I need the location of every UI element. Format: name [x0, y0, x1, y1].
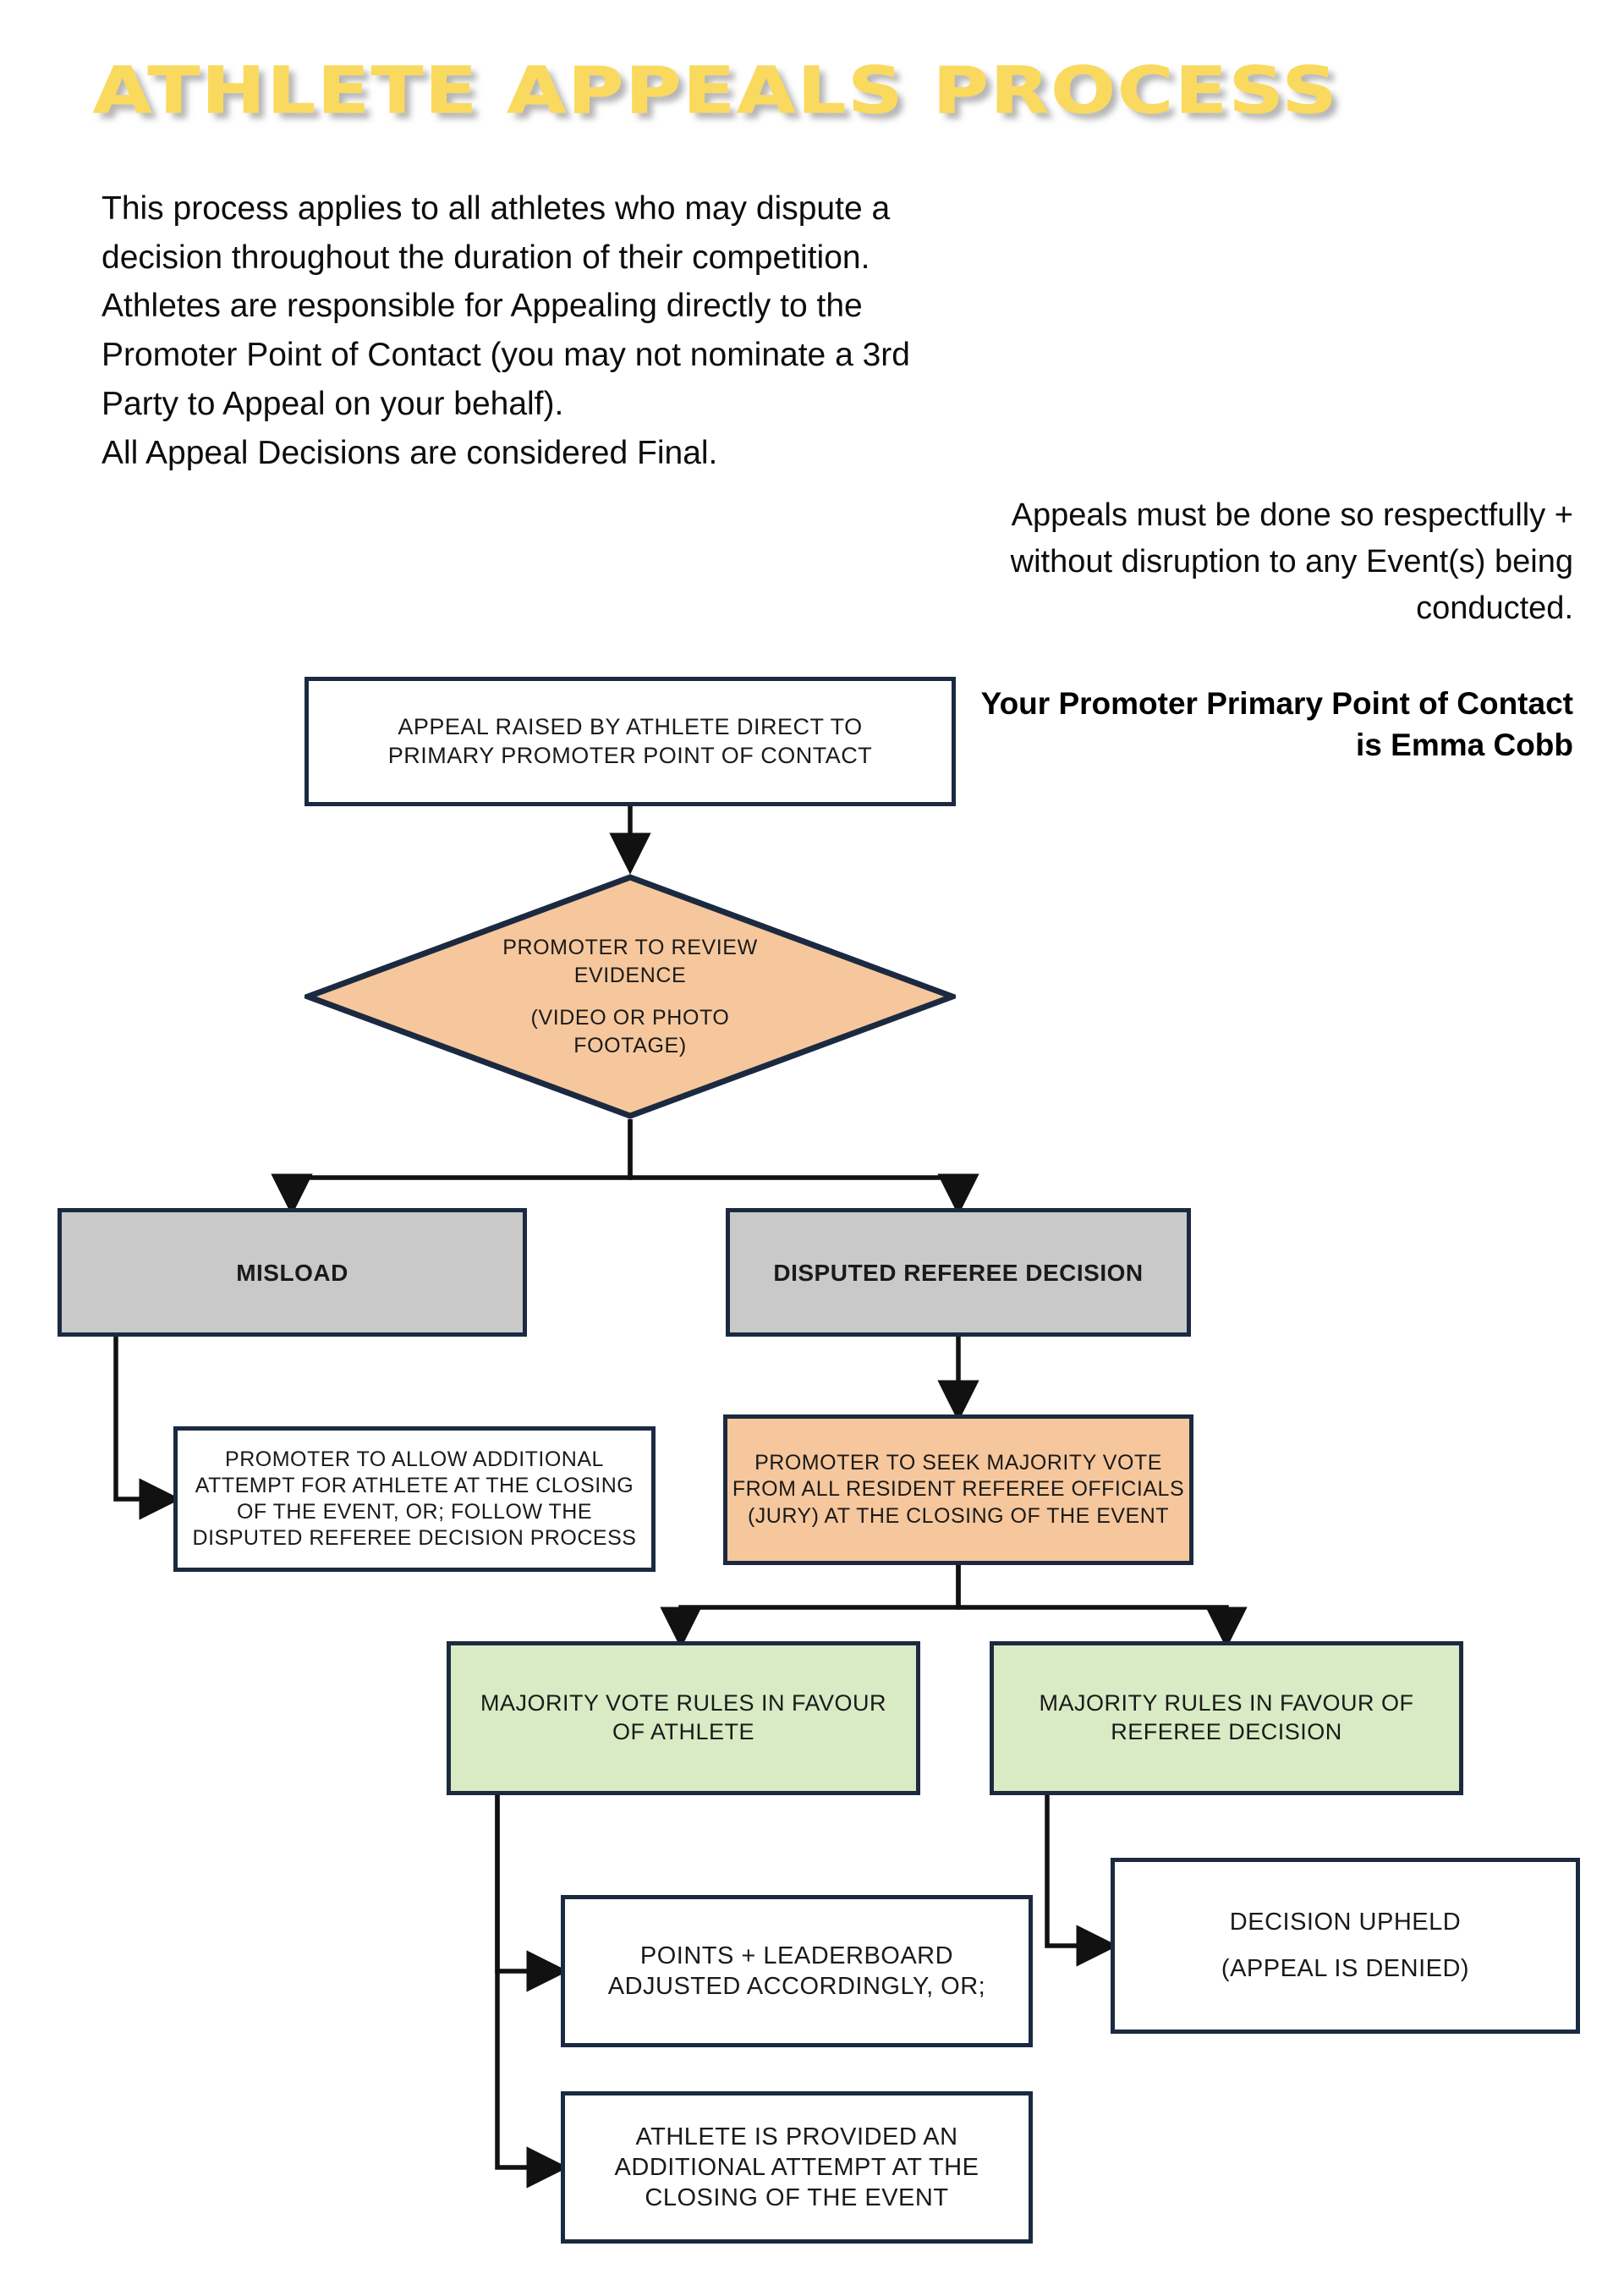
node-fav-athlete-line-2: OF ATHLETE [612, 1719, 755, 1744]
node-review-line-3: (VIDEO OR PHOTO [530, 1006, 730, 1030]
node-majority-favour-athlete[interactable]: MAJORITY VOTE RULES IN FAVOUR OF ATHLETE [447, 1641, 920, 1795]
intro-line-2: decision throughout the duration of thei… [102, 239, 870, 276]
intro-line-3: Athletes are responsible for Appealing d… [102, 288, 863, 325]
node-fav-referee-line-1: MAJORITY RULES IN FAVOUR OF [1039, 1690, 1414, 1716]
node-disputed-label: DISPUTED REFEREE DECISION [773, 1259, 1144, 1286]
edge-favathlete-to-addattempt [495, 1795, 568, 2189]
intro-line-4: Promoter Point of Contact (you may not n… [102, 337, 910, 374]
node-points-line-2: ADJUSTED ACCORDINGLY, OR; [607, 1973, 986, 2000]
edge-vote-to-favathlete [660, 1565, 961, 1649]
node-points-line-1: POINTS + LEADERBOARD [639, 1942, 954, 1969]
node-review-line-1: PROMOTER TO REVIEW [502, 936, 758, 959]
edge-favathlete-to-points [495, 1795, 568, 1992]
node-athlete-additional-attempt[interactable]: ATHLETE IS PROVIDED AN ADDITIONAL ATTEMP… [561, 2091, 1033, 2244]
node-upheld-line-2: (APPEAL IS DENIED) [1221, 1955, 1470, 1982]
node-appeal-raised-line-1: APPEAL RAISED BY ATHLETE DIRECT TO [398, 713, 863, 739]
node-majority-favour-referee[interactable]: MAJORITY RULES IN FAVOUR OF REFEREE DECI… [990, 1641, 1463, 1795]
page-title: ATHLETE APPEALS PROCESS [92, 52, 1339, 129]
intro-line-6: All Appeal Decisions are considered Fina… [102, 434, 718, 471]
node-disputed-referee-decision[interactable]: DISPUTED REFEREE DECISION [726, 1208, 1191, 1337]
edge-review-to-disputed [628, 1119, 979, 1216]
node-promoter-allow-additional-attempt[interactable]: PROMOTER TO ALLOW ADDITIONAL ATTEMPT FOR… [173, 1426, 656, 1572]
node-review-line-2: EVIDENCE [573, 963, 687, 987]
node-allow-line-3: OF THE EVENT, OR; FOLLOW THE [236, 1500, 593, 1524]
node-misload-label: MISLOAD [236, 1259, 348, 1286]
node-addattempt-line-2: ADDITIONAL ATTEMPT AT THE [614, 2153, 979, 2181]
node-allow-line-1: PROMOTER TO ALLOW ADDITIONAL [225, 1447, 604, 1471]
node-appeal-raised-line-2: PRIMARY PROMOTER POINT OF CONTACT [387, 742, 873, 768]
diamond-shape [304, 874, 956, 1119]
edge-vote-to-favreferee [956, 1565, 1248, 1649]
intro-paragraph: This process applies to all athletes who… [102, 184, 1015, 477]
appeals-conduct-notice: Appeals must be done so respectfully + w… [1010, 497, 1573, 627]
node-promoter-review-evidence[interactable]: PROMOTER TO REVIEW EVIDENCE (VIDEO OR PH… [304, 874, 956, 1119]
node-upheld-line-1: DECISION UPHELD [1229, 1908, 1462, 1936]
node-vote-line-1: PROMOTER TO SEEK MAJORITY VOTE [754, 1451, 1162, 1475]
node-decision-upheld[interactable]: DECISION UPHELD (APPEAL IS DENIED) [1111, 1858, 1580, 2034]
node-allow-line-2: ATTEMPT FOR ATHLETE AT THE CLOSING [195, 1473, 634, 1497]
intro-line-1: This process applies to all athletes who… [102, 190, 891, 227]
node-vote-line-3: (JURY) AT THE CLOSING OF THE EVENT [747, 1503, 1170, 1528]
node-fav-athlete-line-1: MAJORITY VOTE RULES IN FAVOUR [480, 1690, 887, 1716]
node-review-line-4: FOOTAGE) [573, 1033, 687, 1057]
node-fav-referee-line-2: REFEREE DECISION [1111, 1719, 1342, 1744]
edge-favreferee-to-upheld [1045, 1795, 1118, 1967]
node-promoter-seek-majority-vote[interactable]: PROMOTER TO SEEK MAJORITY VOTE FROM ALL … [723, 1414, 1193, 1565]
edge-misload-to-allow [113, 1335, 181, 1520]
node-addattempt-line-1: ATHLETE IS PROVIDED AN [635, 2123, 958, 2150]
node-vote-line-2: FROM ALL RESIDENT REFEREE OFFICIALS [732, 1477, 1185, 1502]
node-misload[interactable]: MISLOAD [58, 1208, 527, 1337]
node-appeal-raised[interactable]: APPEAL RAISED BY ATHLETE DIRECT TO PRIMA… [304, 677, 956, 806]
intro-line-5: Party to Appeal on your behalf). [102, 385, 564, 422]
node-addattempt-line-3: CLOSING OF THE EVENT [645, 2184, 949, 2212]
promoter-contact-note: Your Promoter Primary Point of Contact i… [980, 686, 1573, 762]
node-allow-line-4: DISPUTED REFEREE DECISION PROCESS [192, 1526, 637, 1551]
node-points-leaderboard-adjusted[interactable]: POINTS + LEADERBOARD ADJUSTED ACCORDINGL… [561, 1895, 1033, 2047]
edge-review-to-misload [271, 1119, 633, 1216]
